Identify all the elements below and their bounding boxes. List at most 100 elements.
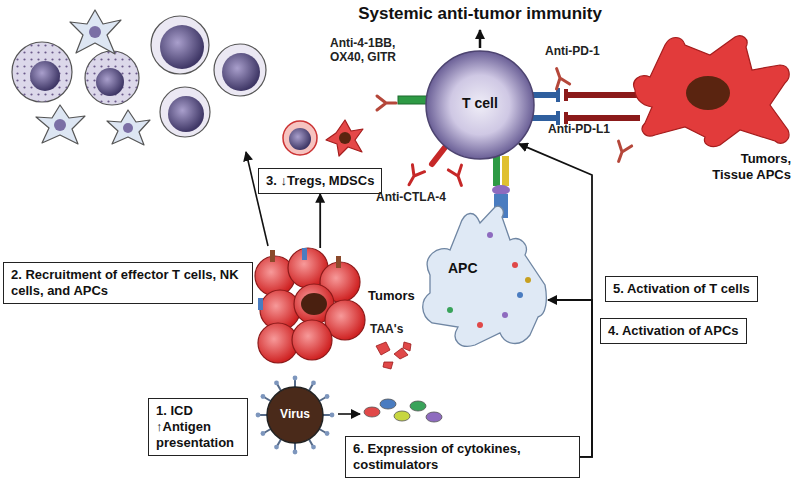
antibody-label: Anti-CTLA-4 xyxy=(376,190,446,204)
virus-spike xyxy=(261,431,266,436)
cytokines xyxy=(364,399,442,422)
antibody-label: Anti-4-1BB, OX40, GITR xyxy=(330,36,412,65)
immune-cell-group xyxy=(70,10,121,54)
virus-spike xyxy=(311,445,316,450)
node-label: Virus xyxy=(255,407,335,422)
t-cell: T cell xyxy=(425,50,535,160)
immune-cell-group xyxy=(85,51,139,105)
shape-part xyxy=(423,206,547,346)
antibody xyxy=(403,165,425,188)
virus-spike xyxy=(256,413,261,418)
immune-cell-group xyxy=(12,42,72,102)
immune-cell-group xyxy=(107,110,150,145)
cytokines xyxy=(364,407,380,417)
treg-cell xyxy=(283,121,317,155)
tumor-receptor xyxy=(270,250,275,262)
immune-cell-group xyxy=(85,51,139,105)
process-box: 1. ICD ↑Antigen presentation xyxy=(148,398,248,456)
virus-spike xyxy=(293,376,298,381)
box-text: 4. Activation of APCs xyxy=(608,323,739,339)
virus-spike xyxy=(293,450,298,455)
granule xyxy=(447,307,453,313)
antibody xyxy=(550,66,570,89)
shape-part xyxy=(686,76,730,110)
connector-arrow xyxy=(319,194,321,248)
cytokines xyxy=(380,399,396,409)
shape-part xyxy=(426,51,534,159)
tumor-cluster: Tumors xyxy=(250,248,418,368)
process-box: 3. ↓Tregs, MDSCs xyxy=(258,168,382,194)
antibody-label: Anti-PD-L1 xyxy=(548,122,610,136)
node-label: APC xyxy=(448,260,548,277)
immune-cell-group xyxy=(12,42,72,102)
granule xyxy=(517,292,523,298)
node-label: Tumors xyxy=(368,288,418,304)
antibody xyxy=(377,96,396,110)
immune-cell-group xyxy=(12,10,266,145)
antibody xyxy=(448,165,468,188)
antibody xyxy=(550,66,570,89)
immune-cell-group xyxy=(168,96,204,132)
tcr-mhc xyxy=(502,156,509,186)
box-text: 3. ↓Tregs, MDSCs xyxy=(266,173,374,189)
granule xyxy=(502,312,508,318)
box-text: 5. Activation of T cells xyxy=(613,281,750,297)
immune-cell-group xyxy=(30,61,60,91)
virus-spike xyxy=(311,381,316,386)
immune-cell-group xyxy=(107,110,150,145)
virus-spike xyxy=(274,381,279,386)
box-text: 2. Recruitment of effector T cells, NK c… xyxy=(11,267,245,299)
tumor-cell xyxy=(292,320,332,360)
process-box: 5. Activation of T cells xyxy=(605,276,758,302)
immune-cell-group xyxy=(36,105,85,144)
antigen-fragments xyxy=(403,342,411,351)
tumor-receptor xyxy=(336,256,341,268)
antigen-fragments xyxy=(376,342,390,355)
process-box: 2. Recruitment of effector T cells, NK c… xyxy=(3,262,253,304)
shape-part xyxy=(301,293,327,315)
antibody xyxy=(612,141,632,164)
granule xyxy=(512,262,518,268)
tcr-mhc xyxy=(492,185,510,195)
antibody xyxy=(448,165,468,188)
pdl1-ligand xyxy=(566,89,640,124)
immune-cell-group xyxy=(70,10,121,54)
antigen-fragments xyxy=(383,362,393,369)
process-box: 4. Activation of APCs xyxy=(600,318,747,344)
immune-cell-group xyxy=(36,105,85,144)
antibody xyxy=(377,96,396,110)
virus-spike xyxy=(325,394,330,399)
mdsc-cell xyxy=(326,120,363,156)
immune-cell-group xyxy=(89,26,101,38)
box-text: 1. ICD ↑Antigen presentation xyxy=(156,403,240,451)
ctla4-receptor xyxy=(432,146,446,164)
mdsc-cell xyxy=(339,132,351,144)
diagram-title: Systemic anti-tumor immunity xyxy=(330,4,630,24)
connector-arrow xyxy=(548,300,592,457)
immune-cell-group xyxy=(222,53,260,91)
tumor-cluster-outline xyxy=(250,248,418,368)
antigen-fragments xyxy=(376,342,411,369)
virus-spike xyxy=(325,431,330,436)
box-text: 6. Expression of cytokines, costimulator… xyxy=(353,441,572,473)
tumor-tissue-cell: Tumors, Tissue APCs xyxy=(630,35,795,185)
immune-cell-group xyxy=(96,68,124,96)
antibody xyxy=(612,141,632,164)
immune-cell-group xyxy=(214,44,266,96)
antibody-label: Anti-PD-1 xyxy=(545,44,600,58)
immune-cell-group xyxy=(160,87,210,137)
pdl1-ligand xyxy=(564,89,568,101)
tumor-receptor xyxy=(258,298,263,310)
cytokines xyxy=(410,401,426,411)
virus-spike xyxy=(330,413,335,418)
virus-particle: Virus xyxy=(255,375,335,455)
pdl1-ligand xyxy=(566,92,638,98)
virus-spike xyxy=(261,394,266,399)
pd1-receptor xyxy=(532,115,558,121)
shape-part xyxy=(634,36,789,147)
treg-cell xyxy=(283,121,317,155)
immune-cell-group xyxy=(123,123,133,133)
treg-cell xyxy=(289,128,311,150)
